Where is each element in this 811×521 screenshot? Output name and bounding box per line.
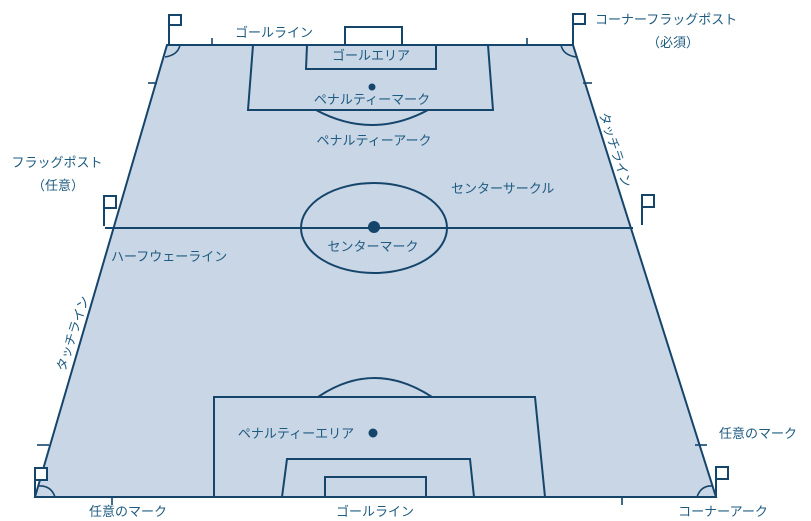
label-center-circle: センターサークル [451, 182, 554, 197]
flag-top-left [168, 14, 182, 45]
label-halfway-line: ハーフウェーライン [111, 250, 227, 265]
flag-bottom-left [34, 467, 48, 497]
label-flag-post-left: フラッグポスト [11, 156, 102, 171]
label-flag-post-optional: （任意） [32, 178, 84, 194]
flag-right-halfway [641, 194, 655, 225]
top-penalty-mark [368, 83, 376, 91]
bottom-goal-area [281, 458, 475, 498]
top-goal-area [304, 44, 437, 70]
label-goal-line-bottom: ゴールライン [336, 504, 414, 520]
corner-arc-bottom-right [696, 485, 714, 498]
label-corner-flag-post: コーナーフラッグポスト [595, 13, 737, 28]
top-goal [344, 26, 403, 46]
corner-arc-top-right [560, 44, 577, 58]
bottom-penalty-arc [317, 377, 433, 398]
label-optional-mark-bottom: 任意のマーク [89, 504, 167, 520]
label-corner-arc: コーナーアーク [678, 505, 768, 520]
corner-arc-bottom-left [37, 485, 56, 498]
label-penalty-area: ペナルティーエリア [238, 427, 354, 442]
flag-bottom-right [715, 466, 729, 497]
top-penalty-arc [315, 109, 429, 126]
bottom-penalty-area [213, 396, 546, 498]
flag-top-right [572, 13, 586, 45]
label-goal-area: ゴールエリア [332, 48, 410, 64]
label-penalty-mark: ペナルティーマーク [314, 93, 430, 108]
label-corner-flag-required: （必須） [647, 36, 699, 51]
flag-left-halfway [103, 195, 117, 226]
corner-arc-top-left [164, 44, 181, 58]
label-penalty-arc-top: ペナルティーアーク [317, 134, 432, 149]
top-penalty-area [246, 44, 495, 111]
field-surface [33, 44, 718, 498]
bottom-goal [324, 476, 427, 497]
bottom-penalty-mark [368, 428, 378, 438]
label-optional-mark-right: 任意のマーク [719, 426, 797, 442]
optional-marks [37, 38, 707, 505]
label-center-mark: センターマーク [327, 240, 418, 255]
center-mark [368, 221, 380, 233]
label-goal-line-top: ゴールライン [235, 25, 313, 41]
center-circle [300, 182, 448, 274]
